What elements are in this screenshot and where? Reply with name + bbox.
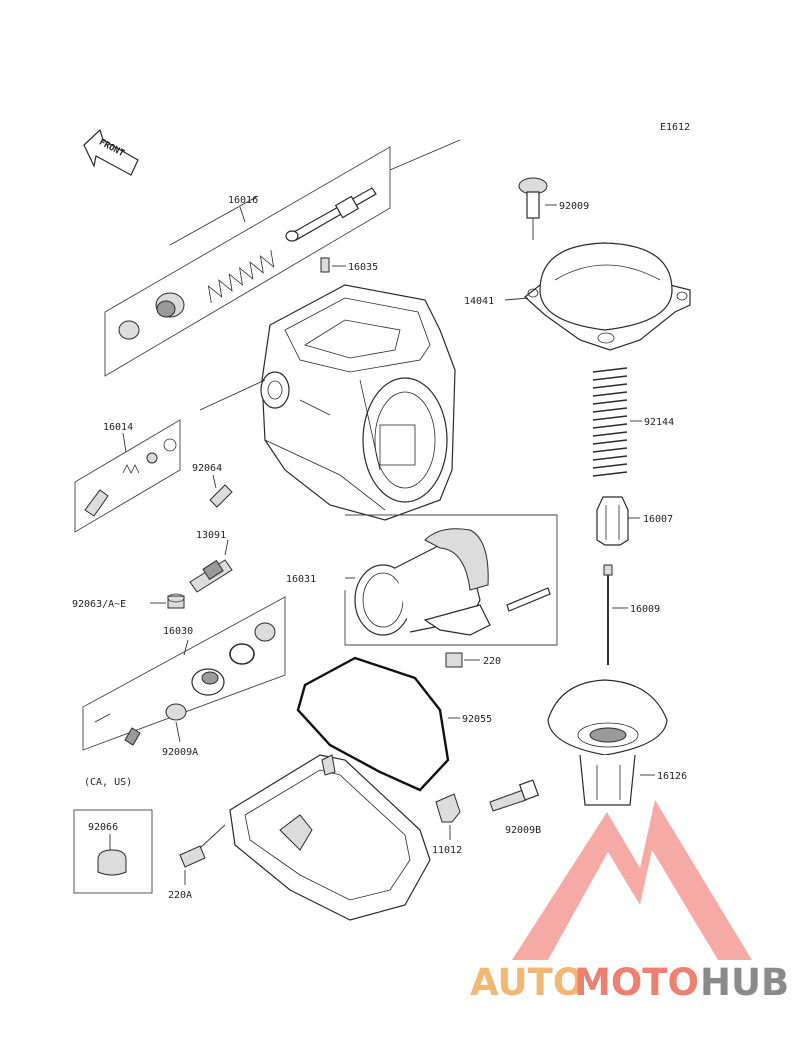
watermark-hub: HUB (700, 961, 789, 1004)
label-16009[interactable]: 16009 (630, 604, 660, 615)
part-14041 (504, 242, 691, 351)
label-16035[interactable]: 16035 (348, 262, 378, 273)
watermark-moto: MOTO (574, 961, 699, 1004)
region-label: (CA, US) (84, 777, 132, 788)
automotohub-logo-mark (512, 800, 752, 960)
label-92063[interactable]: 92063/A~E (72, 599, 126, 610)
part-16126 (547, 679, 668, 806)
watermark-auto: AUTO (470, 961, 584, 1004)
diagram-code: E1612 (660, 122, 690, 133)
label-16030[interactable]: 16030 (163, 626, 193, 637)
part-220 (445, 652, 480, 668)
part-92055 (296, 656, 460, 792)
label-92009B[interactable]: 92009B (505, 825, 541, 836)
automotohub-watermark: AUTO MOTO HUB (470, 961, 789, 1004)
group-16031 (344, 514, 558, 646)
label-92055[interactable]: 92055 (462, 714, 492, 725)
label-16126[interactable]: 16126 (657, 771, 687, 782)
label-220[interactable]: 220 (483, 656, 501, 667)
part-13091 (189, 539, 233, 593)
part-220A (179, 824, 226, 885)
part-92009B (489, 779, 540, 812)
label-16031[interactable]: 16031 (286, 574, 316, 585)
label-16014[interactable]: 16014 (103, 422, 133, 433)
label-220A[interactable]: 220A (168, 890, 192, 901)
label-16007[interactable]: 16007 (643, 514, 673, 525)
label-13091[interactable]: 13091 (196, 530, 226, 541)
float-bowl (229, 754, 431, 921)
label-92066[interactable]: 92066 (88, 822, 118, 833)
group-16016 (104, 139, 461, 377)
label-11012[interactable]: 11012 (432, 845, 462, 856)
region-box (73, 809, 153, 894)
label-92064[interactable]: 92064 (192, 463, 222, 474)
part-92009 (518, 177, 557, 240)
label-14041[interactable]: 14041 (464, 296, 494, 307)
group-16014 (74, 419, 181, 533)
part-11012 (435, 793, 461, 840)
part-92066 (97, 834, 127, 876)
part-16009 (603, 564, 628, 665)
label-16016[interactable]: 16016 (228, 195, 258, 206)
label-92009[interactable]: 92009 (559, 201, 589, 212)
label-92144[interactable]: 92144 (644, 417, 674, 428)
part-92063 (150, 593, 185, 609)
part-16007 (596, 496, 640, 546)
group-16030 (82, 596, 286, 751)
part-92064 (209, 474, 233, 508)
label-92009A[interactable]: 92009A (162, 747, 198, 758)
carburetor-body (199, 284, 456, 521)
part-92144 (592, 367, 642, 477)
part-16035 (320, 257, 346, 273)
front-arrow: FRONT (83, 128, 139, 176)
